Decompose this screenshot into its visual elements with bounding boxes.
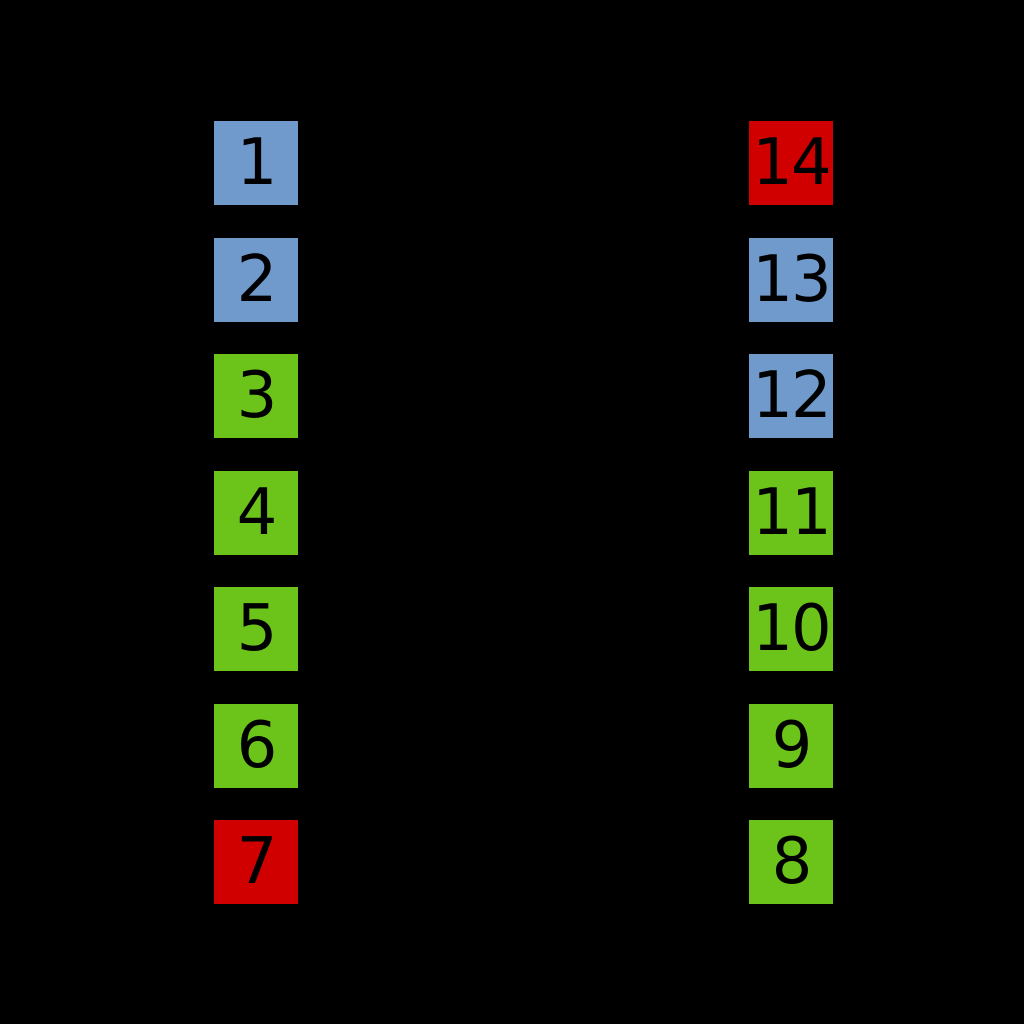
pin-square-4: 4: [214, 470, 298, 555]
pin-square-8: 8: [749, 820, 833, 904]
pin-square-9: 9: [749, 703, 833, 788]
pin-square-3: 3: [214, 354, 298, 438]
pin-square-12: 12: [749, 354, 833, 438]
left-pin-column: 1 2 3 4 5 6 7: [214, 121, 298, 904]
pin-square-1: 1: [214, 121, 298, 205]
pin-square-14: 14: [749, 121, 833, 205]
pin-square-11: 11: [749, 470, 833, 555]
right-pin-column: 14 13 12 11 10 9 8: [749, 121, 833, 904]
pin-square-5: 5: [214, 587, 298, 671]
pin-square-2: 2: [214, 237, 298, 322]
pin-square-10: 10: [749, 587, 833, 671]
pin-square-7: 7: [214, 820, 298, 904]
pin-square-6: 6: [214, 703, 298, 788]
pin-square-13: 13: [749, 237, 833, 322]
